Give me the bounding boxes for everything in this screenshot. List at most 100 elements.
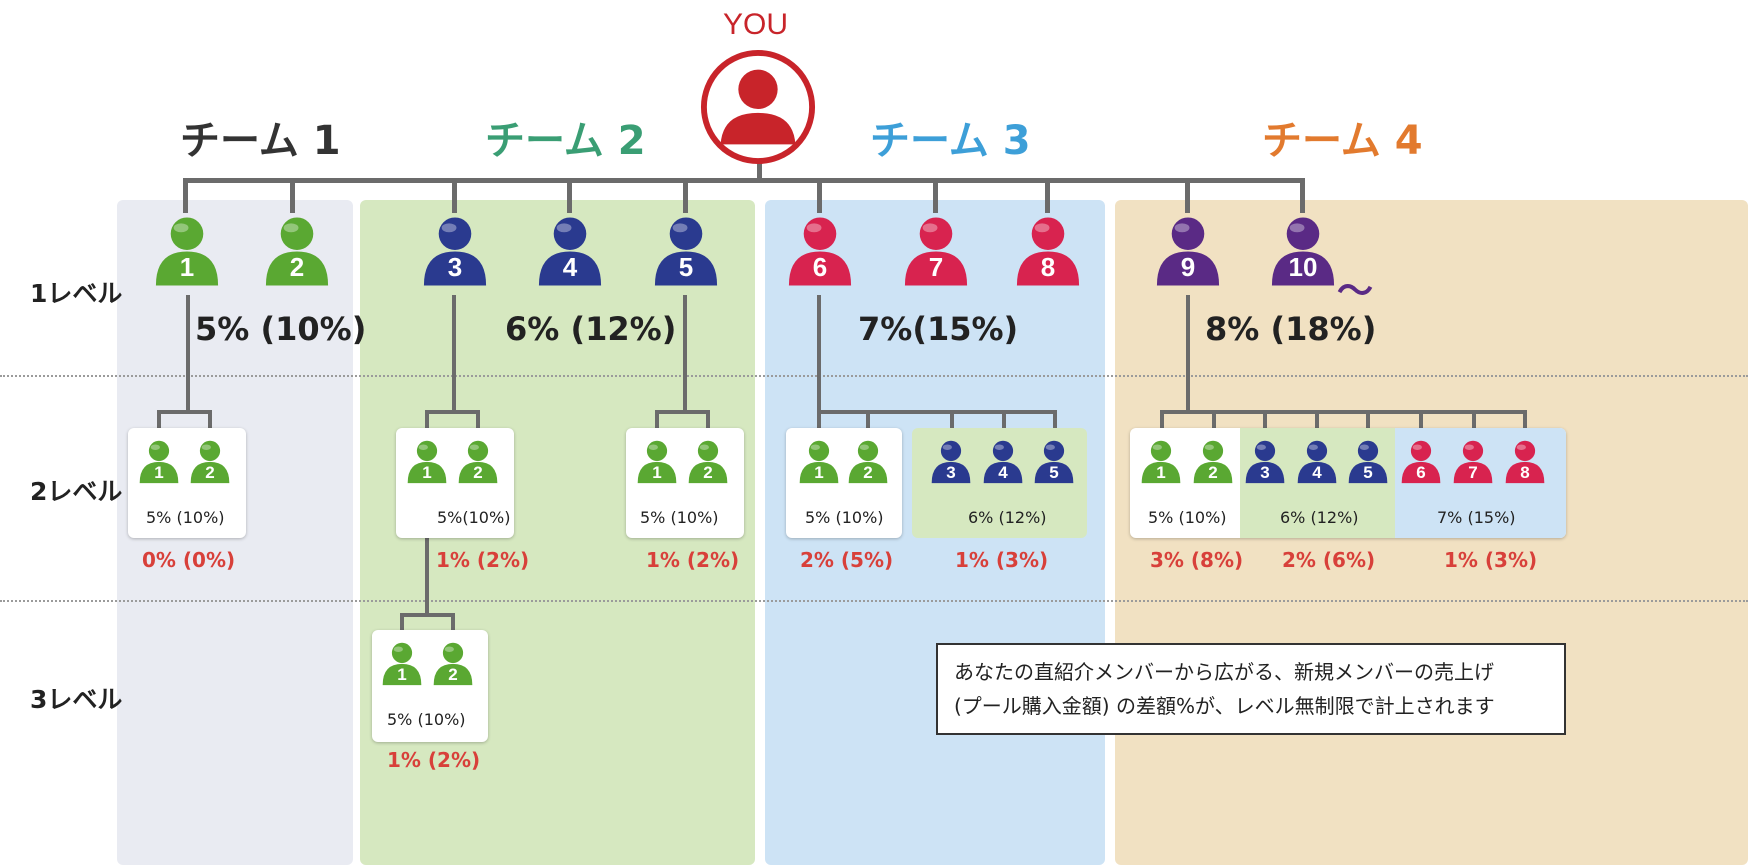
team3-title: チーム 3: [870, 118, 1031, 164]
connector-l1-l2: [1186, 295, 1190, 410]
member-number: 3: [447, 252, 463, 282]
level1-member-1: 1: [150, 213, 224, 287]
connector-l2-stub: [866, 410, 870, 428]
person-icon: [1271, 217, 1335, 286]
connector-drop: [567, 178, 572, 213]
l2-diff-team1: 0% (0%): [142, 548, 236, 572]
connector-l2-stub: [1002, 410, 1006, 428]
team3-rate: 7%(15%): [858, 310, 1019, 348]
member-number: 3: [1260, 463, 1270, 482]
small-member-20: 1: [379, 640, 425, 686]
member-number: 1: [652, 463, 662, 482]
level1-label: 1レベル: [30, 279, 123, 308]
member-number: 7: [1468, 463, 1478, 482]
connector-l2-stub: [1212, 410, 1216, 428]
member-number: 10: [1288, 252, 1318, 282]
connector-l2-stub: [425, 410, 429, 428]
team2-title: チーム 2: [485, 118, 646, 164]
l2-diff-team3: 2% (5%): [800, 548, 894, 572]
person-icon: [1401, 440, 1441, 484]
connector-l2-stub: [1472, 410, 1476, 428]
member-number: 8: [1520, 463, 1530, 482]
small-member-19: 8: [1502, 438, 1548, 484]
connector-drop: [933, 178, 938, 213]
l2-rate-team3: 5% (10%): [805, 508, 884, 527]
person-icon: [1245, 440, 1285, 484]
level3-card: [372, 630, 488, 742]
person-icon: [688, 440, 728, 484]
member-number: 5: [1049, 463, 1059, 482]
small-member-14: 3: [1242, 438, 1288, 484]
member-number: 4: [562, 252, 578, 282]
connector-l2-stub: [1315, 410, 1319, 428]
member-number: 7: [928, 252, 944, 282]
connector-drop: [1300, 178, 1305, 213]
member-number: 2: [703, 463, 713, 482]
connector-l2-stub: [1523, 410, 1527, 428]
small-member-12: 1: [1138, 438, 1184, 484]
explanation-note: あなたの直紹介メンバーから広がる、新規メンバーの売上げ (プール購入金額) の差…: [936, 643, 1566, 735]
member-number: 8: [1040, 252, 1056, 282]
person-icon: [1193, 440, 1233, 484]
level1-member-5: 5: [649, 213, 723, 287]
l2-subdiff-team4-blue: 1% (3%): [1444, 548, 1538, 572]
connector-l2-bar: [1160, 410, 1527, 414]
connector-l2-stub: [1366, 410, 1370, 428]
person-icon: [458, 440, 498, 484]
level1-member-3: 3: [418, 213, 492, 287]
team1-title: チーム 1: [180, 118, 341, 164]
person-icon: [1453, 440, 1493, 484]
member-number: 9: [1180, 252, 1196, 282]
level1-member-10: 10: [1266, 213, 1340, 287]
person-icon: [382, 642, 422, 686]
person-icon: [983, 440, 1023, 484]
level1-member-2: 2: [260, 213, 334, 287]
person-icon: [139, 440, 179, 484]
member-number: 1: [154, 463, 164, 482]
level1-member-4: 4: [533, 213, 607, 287]
team1-rate: 5% (10%): [195, 310, 367, 348]
member-number: 5: [678, 252, 694, 282]
l2-diff-team4: 3% (8%): [1150, 548, 1244, 572]
person-icon: [538, 217, 602, 286]
connector-drop: [817, 178, 822, 213]
connector-l1-l2: [452, 295, 456, 410]
l2-subdiff-team3: 1% (3%): [955, 548, 1049, 572]
member-number: 2: [1208, 463, 1218, 482]
small-member-17: 6: [1398, 438, 1444, 484]
small-member-21: 2: [430, 640, 476, 686]
member-number: 1: [1156, 463, 1166, 482]
connector-l1-l2: [683, 295, 687, 410]
person-icon: [654, 217, 718, 286]
person-icon: [433, 642, 473, 686]
person-icon: [1141, 440, 1181, 484]
you-label: YOU: [723, 8, 789, 41]
l2-subrate-team3: 6% (12%): [968, 508, 1047, 527]
connector-drop: [683, 178, 688, 213]
connector-you-down: [757, 160, 762, 182]
member-number: 2: [473, 463, 483, 482]
you-avatar-icon: [700, 49, 816, 165]
team4-rate: 8% (18%): [1205, 310, 1377, 348]
person-icon: [788, 217, 852, 286]
connector-l3-stub: [400, 613, 404, 631]
l2-rate-team4: 5% (10%): [1148, 508, 1227, 527]
connector-drop: [290, 178, 295, 213]
person-icon: [1505, 440, 1545, 484]
small-member-13: 2: [1190, 438, 1236, 484]
person-icon: [155, 217, 219, 286]
small-member-2: 2: [187, 438, 233, 484]
l2-diff-team2a: 1% (2%): [436, 548, 530, 572]
small-member-10: 4: [980, 438, 1026, 484]
connector-l2-stub: [1053, 410, 1057, 428]
small-member-9: 3: [928, 438, 974, 484]
connector-l2-stub: [1419, 410, 1423, 428]
small-member-15: 4: [1294, 438, 1340, 484]
level1-member-7: 7: [899, 213, 973, 287]
member-number: 4: [998, 463, 1008, 482]
small-member-16: 5: [1345, 438, 1391, 484]
level3-label: 3レベル: [30, 685, 123, 714]
connector-l2-stub: [1160, 410, 1164, 428]
connector-drop: [1185, 178, 1190, 213]
small-member-18: 7: [1450, 438, 1496, 484]
